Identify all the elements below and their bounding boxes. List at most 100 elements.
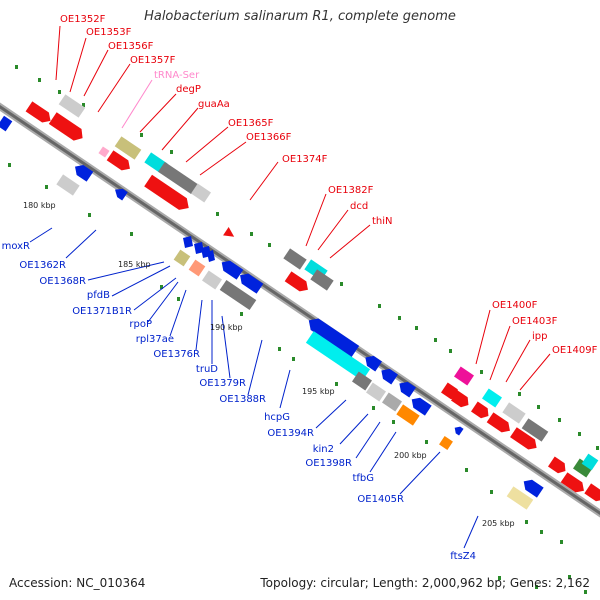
gene-reverse[interactable]: [56, 174, 80, 196]
gene-reverse[interactable]: [520, 476, 544, 498]
gene-label-forward[interactable]: OE1352F: [60, 14, 106, 25]
gene-forward[interactable]: [310, 269, 334, 291]
gene-label-forward[interactable]: OE1382F: [328, 185, 374, 196]
gene-label-forward[interactable]: OE1357F: [130, 55, 176, 66]
gene-label-forward[interactable]: OE1356F: [108, 41, 154, 52]
gene-label-reverse[interactable]: pfdB: [87, 290, 110, 301]
gene-reverse[interactable]: [352, 371, 372, 391]
gene-forward[interactable]: [482, 388, 502, 408]
gene-label-forward[interactable]: OE1365F: [228, 118, 274, 129]
gene-reverse[interactable]: [396, 404, 420, 426]
scale-tick-label: 190 kbp: [210, 323, 243, 332]
callout-line-trna: [121, 79, 153, 129]
gene-reverse[interactable]: [396, 379, 416, 398]
gene-label-forward[interactable]: OE1366F: [246, 132, 292, 143]
gene-forward[interactable]: [106, 150, 134, 173]
gene-label-forward[interactable]: guaAa: [198, 99, 230, 110]
gene-label-reverse[interactable]: rpoP: [129, 319, 152, 330]
gene-forward[interactable]: [191, 183, 211, 203]
gene-label-forward[interactable]: OE1374F: [282, 154, 328, 165]
gene-reverse[interactable]: [194, 242, 204, 254]
gene-reverse[interactable]: [408, 394, 432, 416]
gene-forward[interactable]: [98, 146, 110, 158]
gene-forward[interactable]: [223, 227, 237, 241]
gene-label-reverse[interactable]: OE1398R: [305, 458, 352, 469]
gene-forward[interactable]: [114, 136, 142, 160]
gene-reverse[interactable]: [207, 250, 215, 262]
gene-label-reverse[interactable]: OE1376R: [153, 349, 200, 360]
gene-label-reverse[interactable]: truD: [196, 364, 218, 375]
gene-label-reverse[interactable]: OE1405R: [357, 494, 404, 505]
gene-forward[interactable]: [48, 112, 87, 144]
gene-forward[interactable]: [521, 418, 549, 442]
gene-label-reverse[interactable]: ftsZ4: [450, 551, 476, 562]
scale-tick-label: 200 kbp: [394, 451, 427, 460]
gene-reverse[interactable]: [0, 115, 13, 132]
gene-reverse[interactable]: [218, 257, 244, 280]
gene-label-forward[interactable]: degP: [176, 84, 201, 95]
gene-forward[interactable]: [573, 458, 593, 478]
gene-reverse[interactable]: [173, 249, 191, 267]
gene-reverse[interactable]: [362, 353, 382, 372]
gene-forward[interactable]: [581, 453, 599, 471]
gene-label-reverse[interactable]: OE1368R: [39, 276, 86, 287]
gene-forward[interactable]: [144, 174, 192, 214]
gene-reverse[interactable]: [378, 366, 398, 385]
gene-forward[interactable]: [454, 366, 474, 386]
gene-label-forward[interactable]: OE1353F: [86, 27, 132, 38]
gene-forward[interactable]: [284, 271, 312, 294]
gene-reverse[interactable]: [452, 424, 464, 436]
gene-label-reverse[interactable]: OE1371B1R: [72, 306, 132, 317]
gene-label-forward[interactable]: OE1409F: [552, 345, 598, 356]
gene-forward[interactable]: [560, 472, 588, 495]
gene-reverse[interactable]: [183, 236, 193, 248]
gene-forward[interactable]: [441, 382, 462, 402]
gene-reverse[interactable]: [72, 162, 94, 182]
gene-label-reverse[interactable]: OE1362R: [19, 260, 66, 271]
gene-label-reverse[interactable]: hcpG: [264, 412, 290, 423]
small-reverse-cluster: [183, 236, 215, 262]
gene-forward[interactable]: [158, 161, 198, 195]
gene-reverse[interactable]: [506, 486, 534, 510]
gene-label-reverse[interactable]: OE1379R: [199, 378, 246, 389]
gene-reverse[interactable]: [305, 315, 360, 358]
reverse-genes: [0, 115, 544, 510]
gene-label-forward[interactable]: OE1400F: [492, 300, 538, 311]
scale-tick-label: 205 kbp: [482, 519, 515, 528]
gene-label-forward[interactable]: ipp: [532, 331, 547, 342]
gene-reverse[interactable]: [305, 331, 371, 381]
gene-label-forward[interactable]: OE1403F: [512, 316, 558, 327]
callout-lines-forward: [55, 25, 551, 391]
gene-reverse[interactable]: [366, 382, 386, 402]
gene-reverse[interactable]: [202, 270, 222, 290]
map-title: Halobacterium salinarum R1, complete gen…: [144, 9, 456, 24]
gene-forward[interactable]: [584, 483, 600, 504]
gene-label-reverse[interactable]: kin2: [313, 444, 334, 455]
gene-forward[interactable]: [25, 101, 54, 125]
gene-label-trna[interactable]: tRNA-Ser: [154, 70, 200, 81]
gene-forward[interactable]: [58, 94, 86, 118]
gene-forward[interactable]: [451, 390, 472, 410]
gene-reverse[interactable]: [382, 392, 402, 412]
gene-reverse[interactable]: [219, 279, 257, 311]
gene-label-reverse[interactable]: OE1394R: [267, 428, 314, 439]
gene-forward[interactable]: [548, 456, 569, 476]
genome-backbone: [0, 102, 600, 518]
gene-forward[interactable]: [471, 401, 492, 421]
gene-label-forward[interactable]: thiN: [372, 216, 393, 227]
tick-guides: [8, 65, 599, 594]
gene-reverse[interactable]: [188, 259, 206, 277]
gene-label-reverse[interactable]: moxR: [2, 241, 30, 252]
gene-forward[interactable]: [486, 412, 514, 435]
gene-label-reverse[interactable]: tfbG: [352, 473, 374, 484]
gene-forward[interactable]: [510, 427, 540, 453]
gene-reverse[interactable]: [112, 185, 128, 201]
gene-label-reverse[interactable]: rpl37ae: [136, 334, 174, 345]
gene-reverse[interactable]: [237, 270, 264, 294]
gene-label-forward[interactable]: dcd: [350, 201, 368, 212]
gene-label-reverse[interactable]: OE1388R: [219, 394, 266, 405]
gene-forward[interactable]: [283, 248, 307, 270]
gene-reverse[interactable]: [439, 436, 453, 450]
gene-forward[interactable]: [502, 402, 526, 424]
